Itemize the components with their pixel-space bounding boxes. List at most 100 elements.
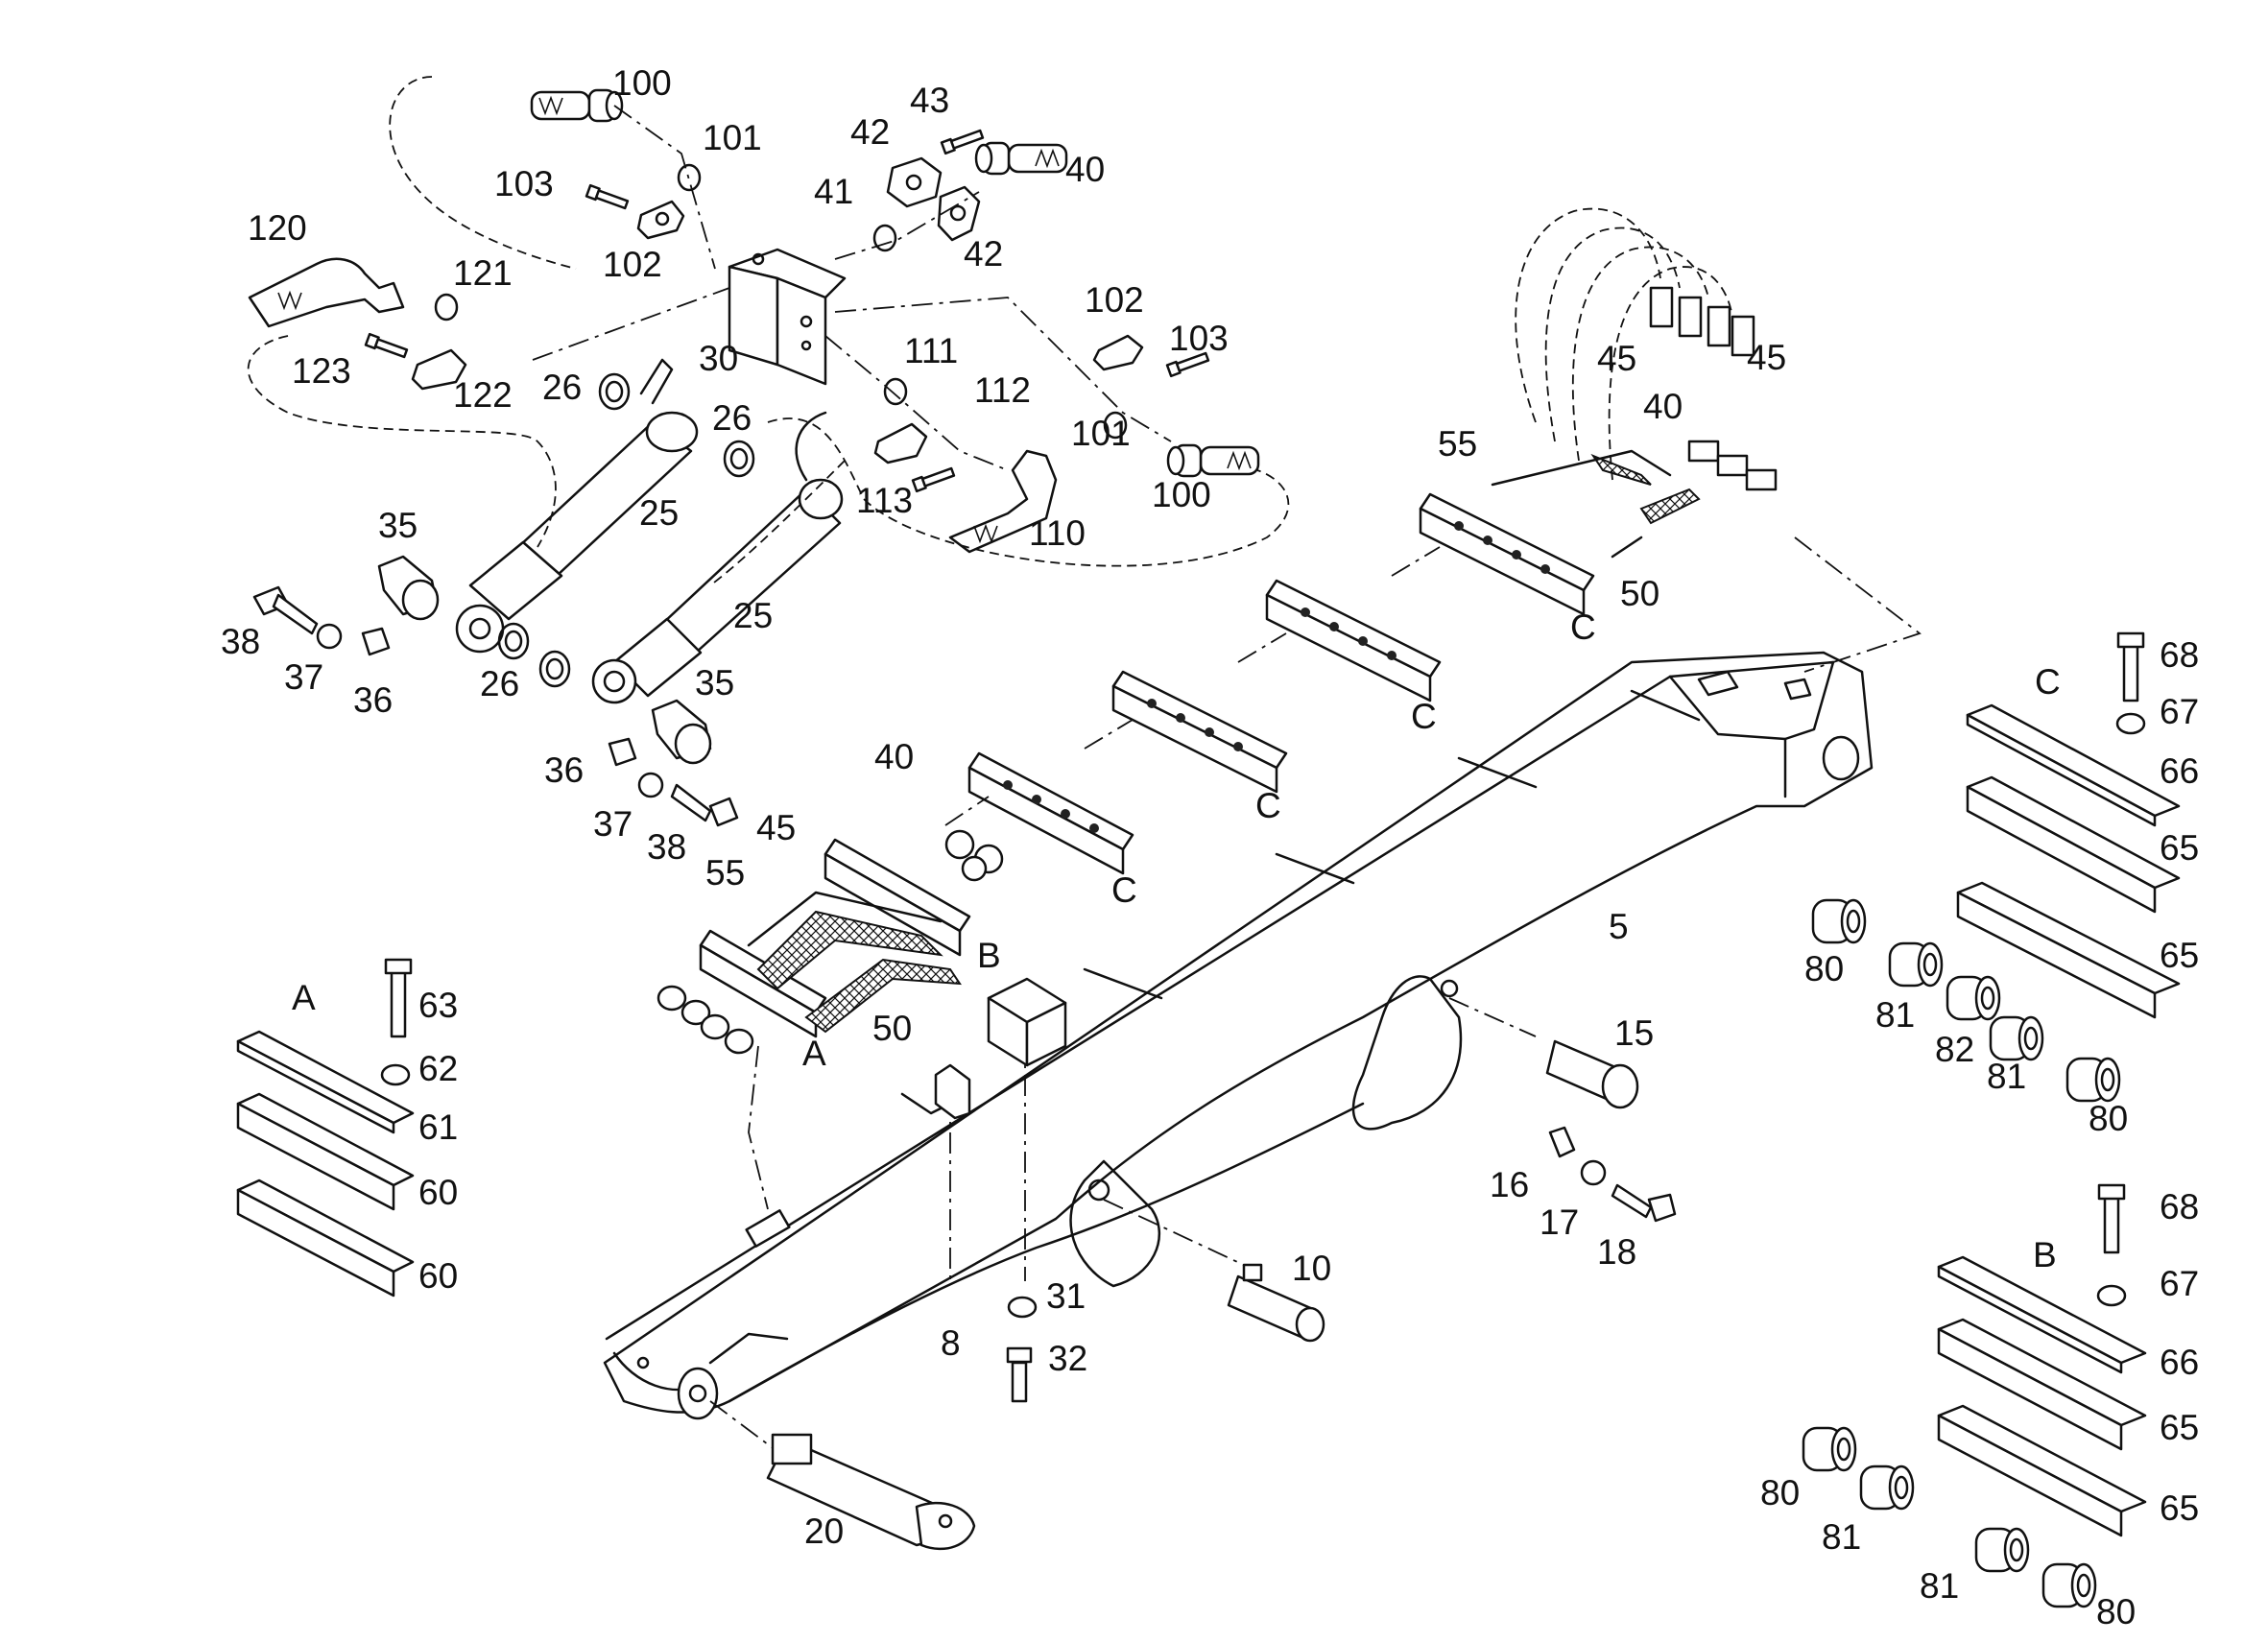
part-label: 42	[850, 112, 890, 152]
hose-100-right	[1166, 443, 1260, 478]
bolt-18	[1548, 1126, 1677, 1223]
part-label: 15	[1614, 1013, 1654, 1053]
bolt-31-32	[1006, 1296, 1038, 1403]
part-label: 101	[703, 118, 762, 157]
part-label: C	[1570, 607, 1596, 647]
part-label: B	[977, 936, 1001, 975]
part-label: 102	[603, 245, 662, 284]
part-label: 31	[1046, 1276, 1086, 1316]
part-label: A	[802, 1034, 826, 1073]
part-label: 65	[2160, 828, 2199, 868]
part-label: 45	[756, 808, 796, 847]
hose-bundle-lower	[657, 891, 962, 1055]
part-label: 40	[1643, 387, 1683, 426]
part-label: 100	[612, 63, 672, 103]
part-label: 67	[2160, 692, 2199, 731]
part-label: 25	[639, 493, 679, 533]
clamp-C-2	[1265, 579, 1442, 702]
part-label: 41	[814, 172, 853, 211]
part-label: 100	[1152, 475, 1211, 514]
hose-bundle-upper	[1491, 207, 1778, 559]
part-label: 26	[480, 664, 519, 703]
part-label: 67	[2160, 1264, 2199, 1303]
flange-122	[411, 348, 467, 391]
part-label: A	[292, 978, 316, 1017]
part-label: 26	[712, 398, 752, 438]
part-label: 80	[2089, 1099, 2128, 1138]
part-label: 35	[378, 506, 418, 545]
couplings-40-mid	[944, 829, 1004, 882]
part-label: 81	[1875, 995, 1915, 1035]
pin-35	[377, 555, 712, 765]
part-label: 60	[418, 1256, 458, 1296]
part-label: 121	[453, 253, 513, 293]
bolt-38-right	[608, 737, 739, 827]
part-label: 45	[1597, 339, 1636, 378]
couplings-A	[657, 985, 754, 1055]
oring-121	[434, 293, 459, 321]
part-label: 40	[1065, 150, 1105, 189]
part-label: 30	[699, 339, 738, 378]
part-label: 120	[248, 208, 307, 248]
couplings-45-top	[1649, 286, 1755, 357]
part-label: 36	[544, 750, 584, 790]
part-label: 32	[1048, 1339, 1087, 1378]
part-label: 26	[542, 368, 582, 407]
part-label: 40	[874, 737, 914, 776]
cylinder-25-right	[591, 411, 844, 704]
clamp-set-C	[1811, 631, 2181, 1103]
part-label: 82	[1935, 1030, 1974, 1069]
part-label: 113	[856, 481, 913, 520]
part-label: 110	[1029, 513, 1086, 553]
oring-111	[883, 377, 908, 406]
bolt-38-left	[252, 585, 391, 656]
part-label: 122	[453, 375, 513, 415]
clamp-C-3	[1111, 670, 1288, 794]
pin-15	[1545, 1039, 1639, 1109]
hose-40-top	[974, 141, 1068, 176]
part-label: 43	[910, 81, 949, 120]
flange-112	[873, 422, 928, 464]
part-label: 80	[1760, 1473, 1800, 1512]
part-label: 80	[1804, 949, 1844, 988]
part-label: 68	[2160, 635, 2199, 675]
valve-block	[728, 248, 847, 386]
part-label: 68	[2160, 1187, 2199, 1226]
part-label: 102	[1085, 280, 1144, 320]
part-label: 65	[2160, 1408, 2199, 1447]
cylinder-25-left	[455, 358, 699, 654]
part-label: 103	[1169, 319, 1229, 358]
part-label: 81	[1987, 1057, 2026, 1096]
part-label: 81	[1822, 1517, 1861, 1557]
part-label: C	[1411, 697, 1437, 736]
part-label: 65	[2160, 936, 2199, 975]
part-label: 5	[1609, 907, 1629, 946]
part-label: 66	[2160, 751, 2199, 791]
part-label: 8	[941, 1323, 961, 1363]
pin-20	[766, 1433, 976, 1551]
part-label: C	[1255, 786, 1281, 825]
part-label: C	[1111, 870, 1137, 910]
part-label: 35	[695, 663, 734, 702]
part-label: 42	[964, 234, 1003, 274]
flange-102a	[636, 200, 685, 240]
part-label: 101	[1071, 414, 1131, 453]
part-label: 63	[418, 986, 458, 1025]
part-label: 16	[1490, 1165, 1529, 1204]
part-label: 38	[221, 622, 260, 661]
flange-42a	[886, 156, 943, 208]
clamp-C-4	[967, 751, 1134, 875]
boom-arm	[603, 651, 1874, 1420]
part-label: 37	[284, 657, 323, 697]
part-label: 123	[292, 351, 351, 391]
leader-lines	[247, 76, 1922, 1460]
flange-42b	[937, 185, 981, 242]
part-label: 66	[2160, 1343, 2199, 1382]
part-label: 20	[804, 1512, 844, 1551]
clamp-set-B	[1802, 1183, 2147, 1608]
part-label: 103	[494, 164, 554, 203]
part-label: 55	[1438, 424, 1477, 464]
part-label: 18	[1597, 1232, 1636, 1272]
part-label: 112	[974, 370, 1031, 410]
